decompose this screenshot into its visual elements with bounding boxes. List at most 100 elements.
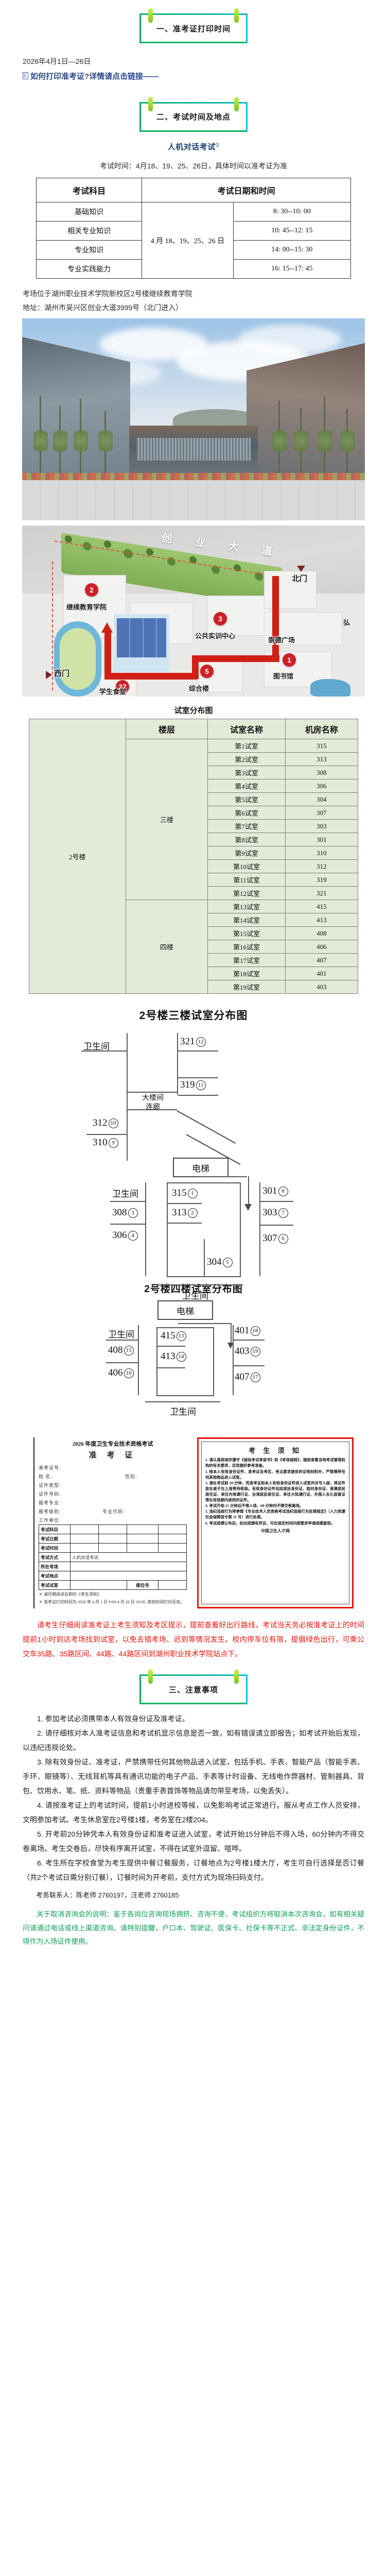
map-label-canteen: 学生食堂 [99, 688, 127, 696]
lab-name: 401 [285, 967, 359, 981]
room-index: 9 [108, 1138, 118, 1148]
room-name: 第9试室 [207, 846, 286, 860]
floor-cell-3f: 三楼 [125, 739, 208, 901]
plan-wall [204, 1239, 205, 1277]
field-label: 准考证号: [39, 1465, 61, 1471]
section-2-banner: 二、考试时间及地点 [0, 96, 387, 132]
header-room-name: 试室名称 [207, 719, 286, 740]
room-number: 401 [235, 1325, 250, 1336]
table-row: 基础知识 4 月 18、19、25、26 日 8: 30--10: 00 [36, 202, 351, 279]
cell [70, 1534, 99, 1544]
plan-wall [213, 1327, 214, 1396]
print-guide-link[interactable]: 如何打印准考证?详情请点击链接—— [23, 71, 364, 81]
map-route-segment [272, 576, 279, 638]
plan-wall [233, 1340, 265, 1341]
plan-wc-top-left: 卫生间 [83, 1042, 110, 1052]
footer-note: 关于取消咨询会的说明：鉴于各岗位咨询现场拥挤、咨询不便，考试组织方将取消本次咨询… [0, 1908, 387, 1948]
map-boundary-dash [52, 562, 53, 691]
row-key: 考试试室 [39, 1580, 71, 1590]
section-2-title: 二、考试时间及地点 [156, 113, 231, 122]
room-name: 第17试室 [207, 953, 286, 968]
map-route-arrow-down [269, 637, 280, 647]
plan-wall [178, 1095, 218, 1096]
cell [70, 1562, 187, 1572]
cloud-shape [238, 325, 341, 355]
lab-name: 415 [285, 900, 359, 914]
exam-time-line-wrap: 考试时间：4月18、19、25、26日，具体时间以准考证为准 [0, 159, 387, 173]
plan-wall [178, 1323, 232, 1325]
field-value [68, 1473, 125, 1480]
tree-shape [294, 408, 308, 473]
plan-diagonal-wall [177, 1110, 236, 1144]
header-floor: 楼层 [125, 719, 208, 740]
plan4-title: 2号楼四楼试室分布图 [144, 1284, 243, 1295]
floor-cell-4f: 四楼 [125, 900, 208, 994]
ticket-field: 证件号码: [39, 1490, 187, 1497]
exam-time-line: 考试时间：4月18、19、25、26日，具体时间以准考证为准 [99, 161, 288, 170]
map-marker-1[interactable]: 1 [283, 653, 296, 667]
field-label: 报考级别: [39, 1509, 61, 1515]
room-number: 407 [235, 1371, 250, 1383]
map-marker-3[interactable]: 3 [214, 612, 227, 626]
banner-right-edge-3 [246, 1674, 248, 1705]
note-item: 5. 开考前20分钟凭本人有效身份证和准考证进入试室，考试开始15分钟后不得入场… [23, 1830, 364, 1853]
plan-wall [167, 1203, 202, 1205]
cell [70, 1543, 99, 1553]
address-line: 地址：湖州市吴兴区创业大道3999号（北门进入） [23, 303, 183, 312]
ticket-note-1: ＊ 请仔细阅读右侧的《考生须知》 [39, 1592, 101, 1597]
exam-mode-heading: 人机对话考试Q [0, 141, 387, 152]
ticket-notice-row: 2026 年度卫生专业技术资格考试 准 考 证 准考证号: 姓 名:性别: 证件… [0, 1437, 387, 1609]
tree-shape [98, 411, 113, 473]
banner-top-edge-3 [139, 1674, 248, 1676]
map-pond [310, 679, 350, 697]
ticket-heading-1: 2026 年度卫生专业技术资格考试 [72, 1441, 153, 1448]
gap-1 [0, 81, 387, 102]
map-label-north-gate: 北门 [292, 574, 308, 584]
plan-wall [259, 1225, 293, 1226]
header-lab-name: 机房名称 [285, 719, 359, 740]
room-name: 第6试室 [207, 806, 286, 820]
time-cell: 16: 15--17: 45 [233, 259, 351, 279]
banner-box-1: 一、准考证打印时间 [139, 8, 248, 43]
room-number: 321 [180, 1036, 195, 1047]
campus-map: 创 业 大 道 2 继续教育学院 3 公共实训中心 1 图书馆 5 综合楼 2 [22, 526, 365, 697]
plan-wall [81, 1050, 128, 1052]
map-label-west-gate: 西门 [54, 669, 70, 679]
map-marker-2[interactable]: 2 [85, 583, 98, 597]
ticket-field: 工作单位: [39, 1517, 187, 1523]
plan-wall [145, 1182, 146, 1277]
table-row: 专业实践能力 16: 15--17: 45 [36, 259, 351, 279]
top-spacer [0, 0, 387, 13]
lab-name: 315 [285, 739, 359, 753]
room-name: 第18试室 [207, 967, 286, 981]
plan-wc-bottom: 卫生间 [182, 1291, 208, 1301]
table-row: 相关专业知识 10: 45--12: 15 [36, 221, 351, 241]
row-key: 考试日期 [39, 1534, 71, 1544]
room-index: 19 [250, 1346, 260, 1357]
red-warning-text: 请考生仔细阅读准考证上考生须知及考区提示，提前查看好出行路线，考试当天务必按准考… [23, 1621, 364, 1658]
map-marker-27[interactable]: 27 [116, 680, 129, 694]
table-row: 考试科目 [39, 1524, 187, 1535]
map-marker-5[interactable]: 5 [200, 665, 214, 679]
cell [70, 1580, 127, 1590]
field-label: 工作单位: [39, 1518, 61, 1523]
exam-mode-text: 人机对话考试 [167, 142, 216, 151]
room-name: 第13试室 [207, 900, 286, 914]
red-warning-paragraph: 请考生仔细阅读准考证上考生须知及考区提示，提前查看好出行路线，考试当天务必按准考… [0, 1618, 387, 1661]
field-label: 姓 名: [39, 1474, 52, 1480]
lab-name: 313 [285, 752, 359, 767]
footer-note-text: 关于取消咨询会的说明：鉴于各岗位咨询现场拥挤、咨询不便，考试组织方将取消本次咨询… [23, 1910, 364, 1945]
room-index: 15 [124, 1345, 134, 1355]
plan-wall [167, 1276, 241, 1278]
cell [98, 1543, 127, 1553]
west-gate-icon [46, 671, 52, 680]
pin-icon-left-2 [148, 96, 153, 111]
room-index: 14 [176, 1351, 186, 1362]
room-number: 406 [108, 1367, 123, 1379]
field-value [68, 1508, 102, 1515]
